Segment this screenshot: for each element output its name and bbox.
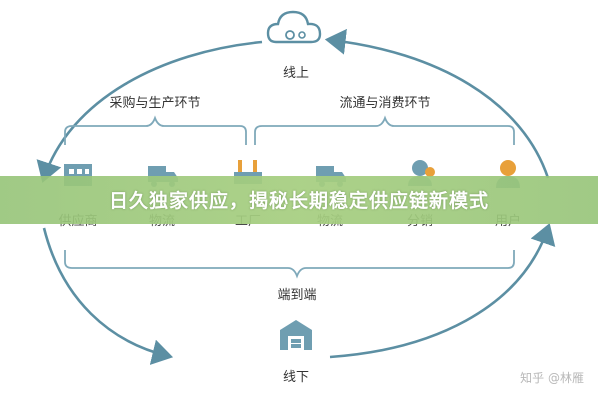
bracket-right	[254, 115, 515, 145]
bracket-left-label: 采购与生产环节	[109, 96, 201, 111]
bracket-right-label: 流通与消费环节	[339, 96, 431, 111]
arc-bottom-left	[42, 227, 174, 365]
top-node-label: 线上	[282, 66, 310, 81]
bottom-node-label: 线下	[282, 370, 310, 385]
cloud-gear-icon	[266, 10, 322, 44]
bottom-caption: 端到端	[277, 288, 317, 303]
bracket-left	[64, 115, 247, 145]
headline-text: 日久独家供应，揭秘长期稳定供应链新模式	[108, 190, 489, 212]
bracket-bottom	[64, 250, 515, 279]
headline-banner	[0, 176, 598, 224]
arc-top-right	[324, 28, 550, 179]
arc-bottom-right	[329, 223, 556, 359]
watermark: 知乎 @林雁	[520, 371, 584, 385]
warehouse-icon	[280, 320, 312, 350]
arc-top-left	[36, 40, 263, 183]
